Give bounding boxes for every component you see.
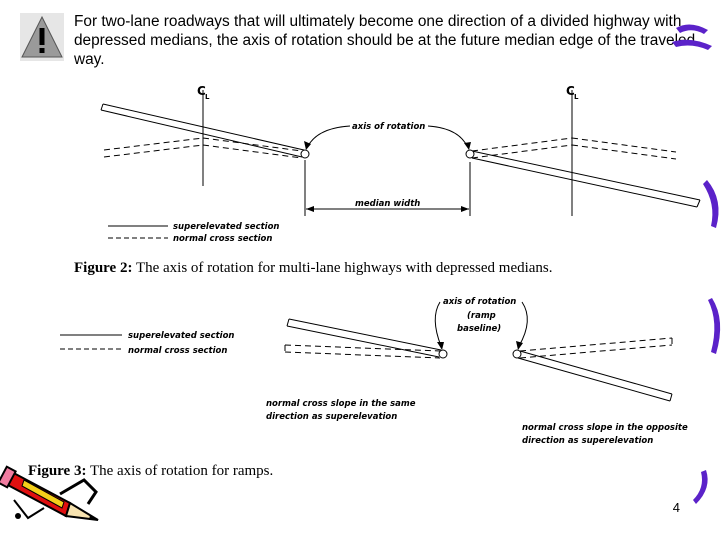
ramp-axis-arrow-right xyxy=(518,301,528,347)
ramp-axis-label-line3: baseline) xyxy=(457,324,501,334)
centerline-symbol: C xyxy=(197,84,206,98)
swoosh-top xyxy=(676,24,708,34)
median-width-label: median width xyxy=(355,199,420,209)
ramp-right-normal xyxy=(519,337,673,359)
left-normal-section xyxy=(103,137,303,159)
figure2-caption-text: The axis of rotation for multi-lane high… xyxy=(135,260,553,276)
legend-super-label: superelevated section xyxy=(128,331,234,341)
right-superelevated-section xyxy=(471,150,701,208)
intro-text: For two-lane roadways that will ultimate… xyxy=(74,13,696,68)
decorative-swooshes xyxy=(672,24,721,504)
page-number: 4 xyxy=(672,500,680,515)
note-left-line1: normal cross slope in the same xyxy=(266,399,416,409)
axis-arrow-left xyxy=(307,125,351,147)
legend-normal-label: normal cross section xyxy=(173,234,272,244)
axis-arrowhead-right xyxy=(464,142,471,150)
ramp-left-normal xyxy=(284,344,441,359)
centerline-sub: L xyxy=(574,93,579,101)
note-right-line1: normal cross slope in the opposite xyxy=(522,423,688,433)
warning-icon xyxy=(20,13,64,61)
note-right-line2: direction as superelevation xyxy=(522,436,653,446)
figure3-caption: Figure 3: The axis of rotation for ramps… xyxy=(28,463,273,480)
axis-of-rotation-label: axis of rotation xyxy=(352,122,425,132)
axis-arrowhead-left xyxy=(304,141,311,150)
ramp-axis-arrowhead-right xyxy=(516,341,523,350)
pencil-clipart xyxy=(0,465,99,521)
ramp-left-axis-point xyxy=(438,349,448,359)
figure2-caption: Figure 2: The axis of rotation for multi… xyxy=(74,260,553,277)
ramp-axis-arrow-left xyxy=(434,301,442,347)
centerline-sub: L xyxy=(205,93,210,101)
figure3-caption-label: Figure 3: xyxy=(28,463,87,479)
swoosh-top-2 xyxy=(672,39,712,50)
centerline-symbol: C xyxy=(566,84,575,98)
ramp-right-axis-point xyxy=(512,349,522,359)
figure3-diagram: superelevated section normal cross secti… xyxy=(60,297,688,446)
swoosh-lower xyxy=(708,298,721,354)
legend-normal-label: normal cross section xyxy=(128,346,227,356)
figure3-caption-text: The axis of rotation for ramps. xyxy=(89,463,274,479)
right-axis-point xyxy=(465,149,475,159)
median-arrowhead-left xyxy=(306,206,314,212)
ramp-right-superelevated xyxy=(517,350,673,402)
ramp-axis-arrowhead-left xyxy=(437,342,444,350)
median-arrowhead-right xyxy=(461,206,469,212)
ramp-axis-label-line1: axis of rotation xyxy=(443,297,516,307)
legend-super-label: superelevated section xyxy=(173,222,279,232)
ramp-left-superelevated xyxy=(286,318,442,358)
swoosh-mid xyxy=(703,180,719,228)
left-axis-point xyxy=(300,149,310,159)
swoosh-bottom xyxy=(693,470,708,504)
left-superelevated-section xyxy=(100,103,305,158)
figure2-caption-label: Figure 2: xyxy=(74,260,133,276)
right-normal-section xyxy=(471,137,677,160)
note-left-line2: direction as superelevation xyxy=(266,412,397,422)
figure2-diagram: C L C L xyxy=(100,84,701,244)
ramp-axis-label-line2: (ramp xyxy=(467,311,496,321)
axis-arrow-right xyxy=(427,125,468,147)
centerline-right: C L xyxy=(566,84,579,216)
